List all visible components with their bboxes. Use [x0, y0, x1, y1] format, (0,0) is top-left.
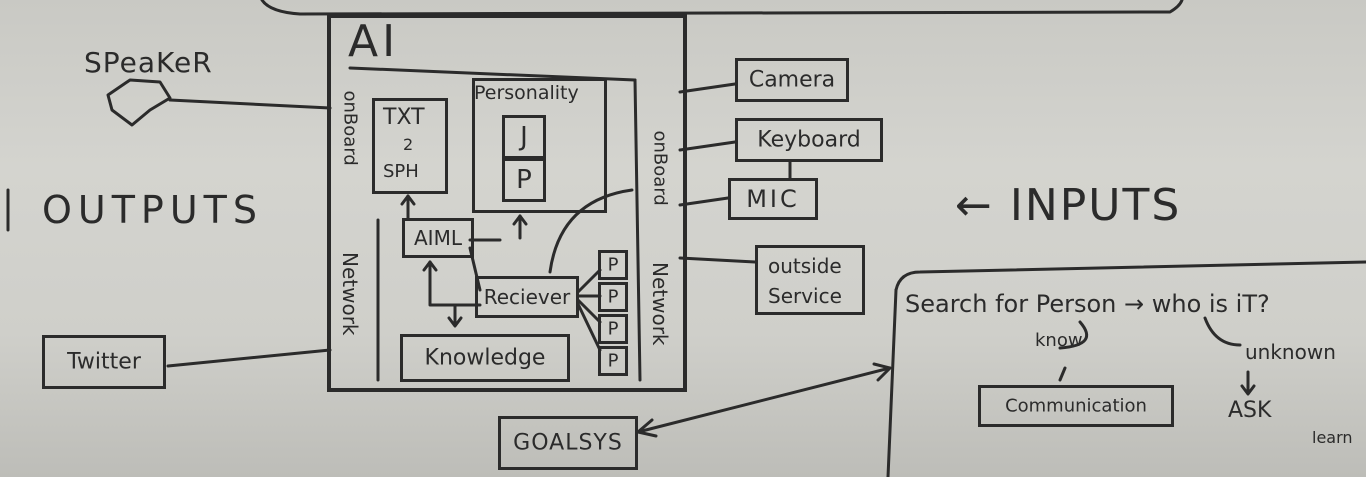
p-box: P	[598, 250, 628, 280]
speaker-icon	[106, 78, 172, 127]
camera-label: Camera	[748, 67, 836, 93]
keyboard-wire	[678, 140, 737, 152]
goal-arrowhead-left	[636, 418, 658, 438]
reciever-network-curve	[548, 188, 634, 274]
twitter-box: Twitter	[42, 335, 166, 389]
personality-p-box: P	[502, 158, 546, 202]
learn-label: learn	[1312, 428, 1353, 447]
knowledge-box: Knowledge	[400, 334, 570, 382]
p-label: P	[607, 286, 619, 308]
p-box: P	[598, 282, 628, 312]
service-label: Service	[768, 284, 842, 308]
unknown-down-arrow	[1240, 370, 1256, 396]
mic-wire	[678, 196, 730, 207]
arrowhead	[422, 260, 438, 272]
aiml-label: AIML	[414, 226, 462, 250]
sph-label: SPH	[383, 161, 419, 182]
keyboard-box: Keyboard	[735, 118, 883, 162]
communication-label: Communication	[1005, 395, 1147, 417]
speaker-label: SPeaKeR	[84, 46, 213, 79]
to-label: 2	[403, 135, 414, 154]
personality-label: Personality	[474, 82, 579, 104]
txt-to-sph-box: TXT 2 SPH	[372, 98, 448, 194]
reciever-p-links	[576, 268, 602, 352]
arrowhead	[400, 194, 416, 206]
outside-label: outside	[768, 254, 842, 278]
outside-service-box: outside Service	[755, 245, 865, 315]
personality-j-box: J	[502, 115, 546, 159]
goal-arrow-line	[636, 366, 892, 434]
network-right-label: Network	[648, 262, 672, 346]
search-frame-left	[886, 288, 898, 477]
camera-wire	[678, 82, 737, 94]
goal-arrowhead-right	[872, 362, 892, 382]
arrowhead	[447, 316, 463, 328]
outputs-heading: OUTPUTS	[42, 188, 263, 232]
p-label: P	[607, 318, 619, 340]
unknown-branch	[1203, 316, 1242, 347]
camera-box: Camera	[735, 58, 849, 102]
p-label: P	[607, 350, 619, 372]
known-branch	[1058, 320, 1089, 350]
twitter-wire	[166, 348, 332, 368]
onboard-left-label: onBoard	[339, 90, 361, 166]
reciever-aiml-loop	[428, 260, 482, 307]
personality-box	[472, 78, 607, 213]
onboard-right-label: onBoard	[649, 130, 671, 206]
search-frame-top	[894, 260, 1366, 292]
personality-j-label: J	[520, 122, 528, 152]
unknown-label: unknown	[1245, 340, 1336, 364]
arrowhead	[512, 214, 528, 226]
right-column-divider	[633, 78, 642, 382]
knowledge-label: Knowledge	[424, 345, 546, 371]
goalsys-box: GOALSYS	[498, 416, 638, 470]
known-label: know	[1035, 330, 1083, 351]
ask-label: ASK	[1228, 398, 1272, 423]
twitter-label: Twitter	[67, 349, 141, 375]
network-left-label: Network	[338, 252, 362, 336]
communication-box: Communication	[978, 385, 1174, 427]
reciever-label: Reciever	[483, 285, 571, 309]
inputs-heading: ← INPUTS	[955, 180, 1182, 231]
reciever-box: Reciever	[475, 276, 579, 318]
outside-service-wire	[678, 256, 757, 264]
mic-box: MIC	[728, 178, 818, 220]
top-frame-line	[260, 0, 1184, 16]
p-box: P	[598, 346, 628, 376]
p-box: P	[598, 314, 628, 344]
known-down	[1058, 366, 1067, 382]
txt-label: TXT	[383, 105, 425, 130]
personality-p-label: P	[516, 165, 532, 195]
search-label: Search for Person → who is iT?	[905, 290, 1270, 318]
goalsys-label: GOALSYS	[513, 430, 623, 456]
speaker-wire	[168, 98, 332, 110]
mic-label: MIC	[746, 185, 800, 213]
ai-box	[327, 14, 687, 392]
aiml-box: AIML	[402, 218, 474, 258]
ai-title: AI	[348, 16, 400, 67]
p-label: P	[607, 254, 619, 276]
keyboard-label: Keyboard	[757, 127, 861, 153]
